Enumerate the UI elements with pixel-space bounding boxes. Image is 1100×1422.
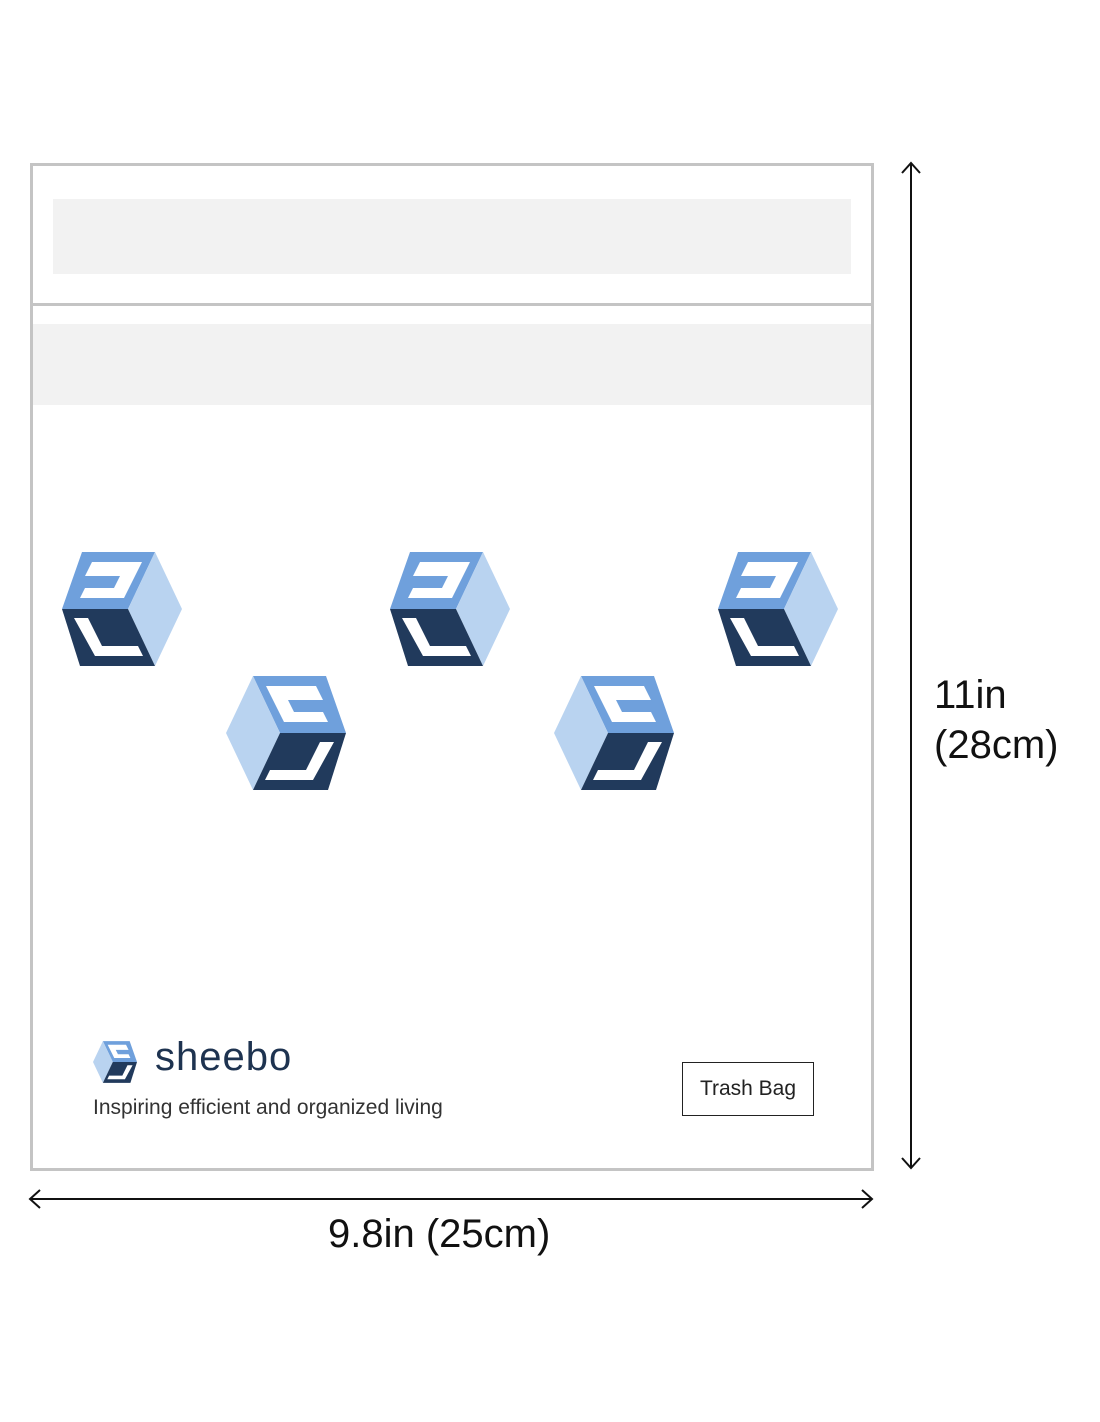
brand-name: sheebo bbox=[155, 1035, 293, 1079]
height-inches: 11in bbox=[934, 673, 1007, 717]
height-cm: (28cm) bbox=[934, 723, 1059, 767]
zip-seal-line bbox=[33, 303, 871, 306]
top-strip bbox=[53, 199, 851, 274]
product-label: Trash Bag bbox=[682, 1062, 814, 1116]
write-strip bbox=[33, 324, 871, 405]
brand-tagline: Inspiring efficient and organized living bbox=[93, 1096, 443, 1119]
bag-outline: sheebo Inspiring efficient and organized… bbox=[30, 163, 874, 1171]
width-dimension: 9.8in (25cm) bbox=[328, 1212, 551, 1256]
